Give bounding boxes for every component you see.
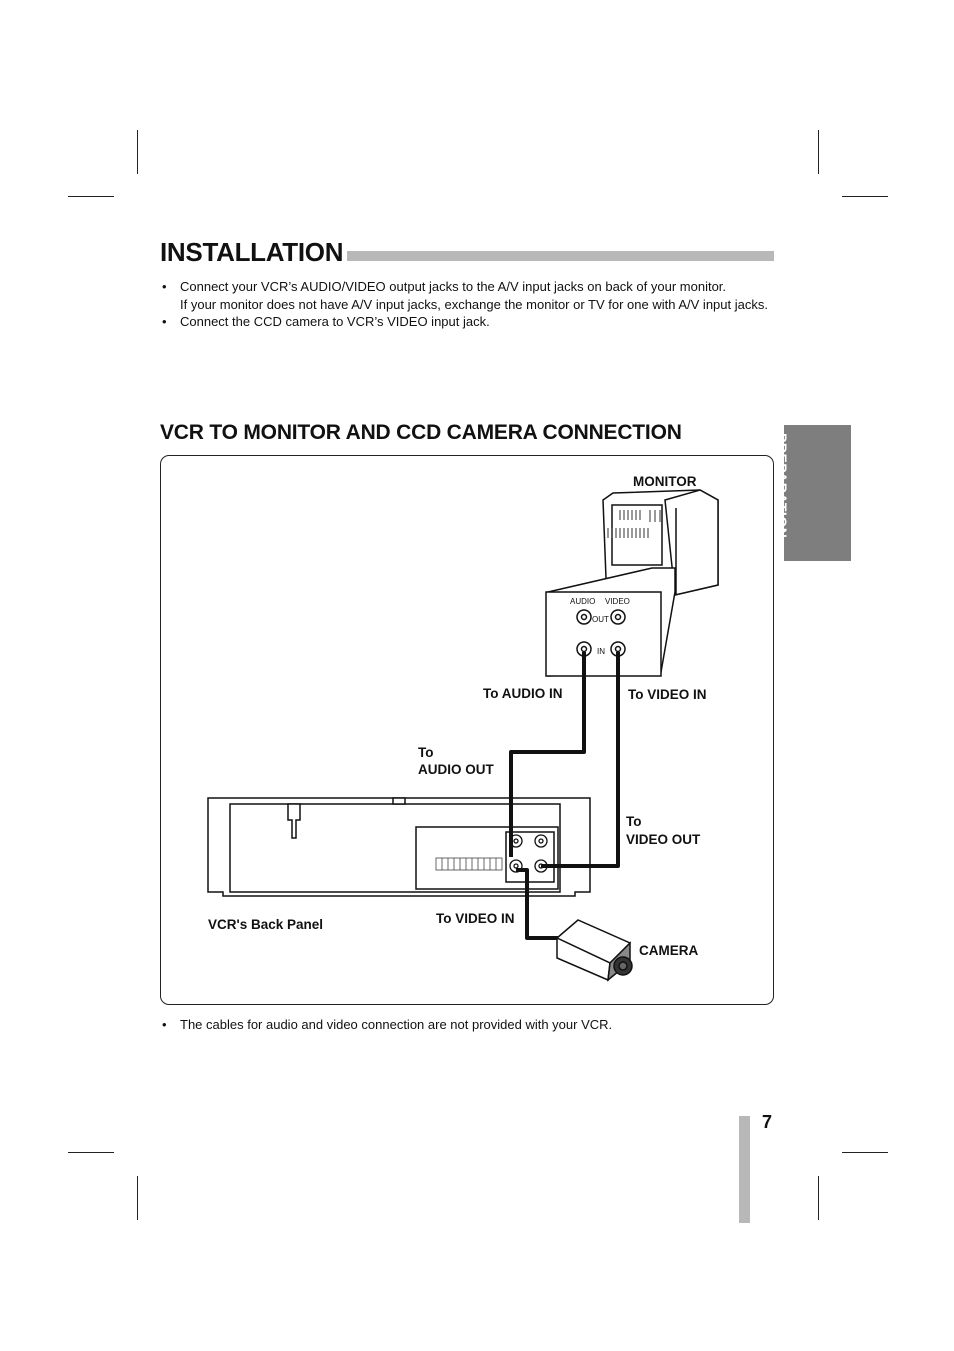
jack-video-label: VIDEO	[605, 597, 630, 606]
footer-note: The cables for audio and video connectio…	[180, 1017, 613, 1032]
crop-mark	[68, 196, 114, 197]
jack-in-label: IN	[597, 647, 605, 656]
crop-mark	[137, 1176, 138, 1220]
to-video-in-monitor-label: To VIDEO IN	[628, 687, 707, 702]
crop-mark	[842, 196, 888, 197]
page-title: INSTALLATION	[160, 236, 348, 268]
section-heading: VCR TO MONITOR AND CCD CAMERA CONNECTION	[160, 421, 682, 444]
diagram-frame	[160, 455, 774, 1005]
list-item: Connect your VCR’s AUDIO/VIDEO output ja…	[160, 278, 774, 313]
page-number-bar	[739, 1116, 750, 1223]
crop-mark	[137, 130, 138, 174]
vcr-back-panel-label: VCR's Back Panel	[208, 917, 324, 932]
crop-mark	[818, 1176, 819, 1220]
footer-list: The cables for audio and video connectio…	[160, 1016, 774, 1034]
page-number: 7	[762, 1112, 773, 1132]
title-block: INSTALLATION	[160, 236, 774, 268]
crop-mark	[818, 130, 819, 174]
jack-panel	[545, 591, 662, 677]
monitor-label: MONITOR	[633, 474, 697, 489]
to-video-out-label-1: To	[626, 814, 642, 829]
camera-illustration	[555, 919, 633, 982]
crop-mark	[842, 1152, 888, 1153]
intro-list: Connect your VCR’s AUDIO/VIDEO output ja…	[160, 278, 774, 331]
side-tab: PREPARATION	[774, 425, 851, 561]
title-rule	[346, 251, 774, 261]
to-audio-in-label: To AUDIO IN	[483, 686, 563, 701]
to-video-in-vcr-label: To VIDEO IN	[436, 911, 515, 926]
jack-audio-label: AUDIO	[570, 597, 596, 606]
list-item: The cables for audio and video connectio…	[160, 1016, 774, 1034]
bullet-subtext: If your monitor does not have A/V input …	[180, 296, 768, 312]
jack-out-label: OUT	[592, 615, 609, 624]
monitor-jacks	[576, 609, 626, 657]
to-audio-out-label-1: To	[418, 745, 434, 760]
list-item: Connect the CCD camera to VCR’s VIDEO in…	[160, 313, 774, 331]
camera-label: CAMERA	[639, 943, 699, 958]
to-audio-out-label-2: AUDIO OUT	[418, 762, 494, 777]
cables	[509, 652, 620, 940]
vcr-illustration	[207, 797, 591, 897]
to-video-out-label-2: VIDEO OUT	[626, 832, 701, 847]
bullet-text: Connect your VCR’s AUDIO/VIDEO output ja…	[180, 279, 727, 294]
bullet-text: Connect the CCD camera to VCR’s VIDEO in…	[180, 314, 490, 329]
crop-mark	[68, 1152, 114, 1153]
